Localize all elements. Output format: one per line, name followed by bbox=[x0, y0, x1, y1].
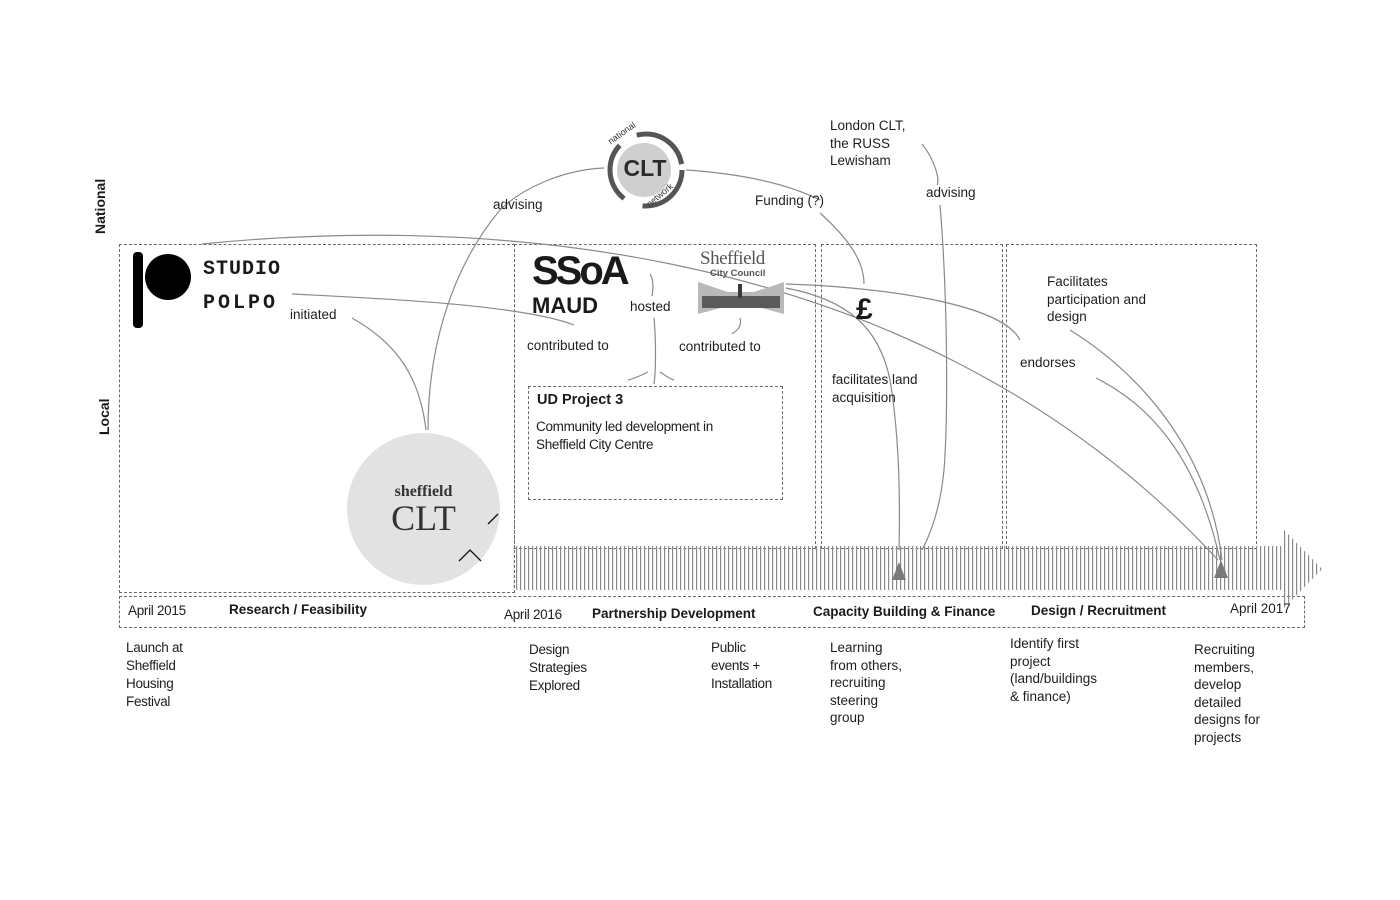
council-subtitle: City Council bbox=[710, 268, 766, 279]
stage-design: Design / Recruitment bbox=[1031, 603, 1167, 618]
council-name: Sheffield bbox=[700, 248, 765, 269]
line-funding bbox=[819, 212, 865, 285]
ssoa-logo: SSoA bbox=[532, 249, 630, 293]
line-hosted bbox=[653, 317, 657, 385]
line-initiated bbox=[351, 317, 427, 431]
sheffield-clt-line2: CLT bbox=[391, 498, 456, 538]
line-advising-national bbox=[427, 167, 605, 431]
label-initiated: initiated bbox=[290, 307, 337, 322]
stage-partnership: Partnership Development bbox=[592, 606, 756, 621]
sheffield-council-logo: Sheffield City Council bbox=[698, 248, 784, 318]
date-april-2016: April 2016 bbox=[504, 607, 562, 622]
project-box: UD Project 3 Community led development i… bbox=[528, 386, 783, 500]
polpo-circle-icon bbox=[145, 254, 191, 300]
line-polpo-to-design bbox=[201, 234, 1219, 561]
polpo-line1: STUDIO bbox=[203, 258, 282, 281]
label-contributed-council: contributed to bbox=[679, 339, 761, 354]
city-skyline-icon bbox=[698, 282, 784, 314]
timeline-label-band bbox=[119, 596, 1305, 628]
activity-launch: Launch at Sheffield Housing Festival bbox=[126, 640, 183, 709]
milestone-marker-capacity bbox=[892, 562, 906, 580]
line-advising-london bbox=[921, 204, 948, 551]
polpo-bar-icon bbox=[133, 252, 143, 328]
line-endorses bbox=[1095, 377, 1221, 561]
timeline-arrow-head bbox=[1282, 528, 1322, 610]
activity-identify-project: Identify first project (land/buildings &… bbox=[1010, 636, 1098, 704]
label-funding: Funding (?) bbox=[755, 193, 825, 208]
project-description-line2: Sheffield City Centre bbox=[536, 437, 654, 452]
polpo-line2: POLPO bbox=[203, 292, 279, 315]
date-april-2017: April 2017 bbox=[1230, 601, 1291, 616]
label-contributed-ssoa: contributed to bbox=[527, 338, 609, 353]
line-facilitates-land bbox=[785, 287, 901, 551]
date-april-2015: April 2015 bbox=[128, 603, 186, 618]
project-description-line1: Community led development in bbox=[536, 419, 713, 434]
label-hosted: hosted bbox=[630, 299, 671, 314]
project-title: UD Project 3 bbox=[537, 392, 624, 408]
pound-icon: £ bbox=[856, 293, 873, 326]
activity-design-strategies: Design Strategies Explored bbox=[529, 642, 587, 693]
label-advising-national: advising bbox=[493, 197, 543, 212]
clt-network-center: CLT bbox=[623, 155, 667, 181]
label-london-clt: London CLT, the RUSS Lewisham bbox=[830, 118, 906, 168]
label-advising-london: advising bbox=[926, 185, 976, 200]
activity-learning: Learning from others, recruiting steerin… bbox=[830, 640, 903, 725]
clt-network-logo: CLT national network bbox=[604, 120, 688, 212]
stage-research: Research / Feasibility bbox=[229, 602, 368, 617]
sheffield-clt-line1: sheffield bbox=[394, 483, 453, 500]
label-endorses: endorses bbox=[1020, 355, 1076, 370]
stage-capacity: Capacity Building & Finance bbox=[813, 604, 996, 619]
activity-recruiting: Recruiting members, develop detailed des… bbox=[1194, 642, 1261, 745]
milestone-marker-design bbox=[1214, 560, 1228, 578]
activity-public-events: Public events + Installation bbox=[711, 640, 772, 691]
maud-logo: MAUD bbox=[532, 293, 598, 318]
sheffield-clt-logo: sheffield CLT bbox=[347, 433, 500, 585]
label-facilitates-participation: Facilitates participation and design bbox=[1047, 274, 1147, 324]
label-facilitates-land: facilitates land acquisition bbox=[832, 372, 918, 405]
